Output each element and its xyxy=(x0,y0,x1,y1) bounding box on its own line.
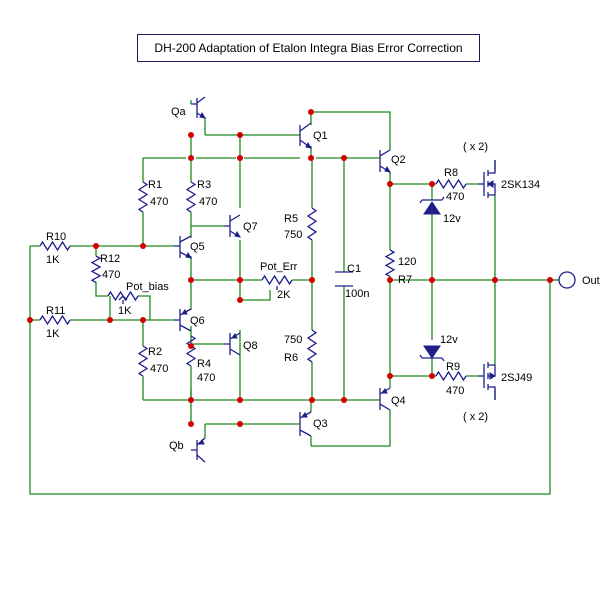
label-z1: 12v xyxy=(443,213,461,225)
r9-symbol xyxy=(435,370,467,382)
zener-bottom xyxy=(423,345,441,359)
label-r2: R2 xyxy=(148,346,162,358)
label-mult-bot: ( x 2) xyxy=(463,411,488,423)
label-pot-err: Pot_Err xyxy=(260,261,298,273)
label-r11-val: 1K xyxy=(46,328,60,340)
r5-symbol xyxy=(306,207,318,241)
label-q2: Q2 xyxy=(391,154,406,166)
label-z2: 12v xyxy=(440,334,458,346)
label-r10: R10 xyxy=(46,231,66,243)
label-r9-val: 470 xyxy=(446,385,464,397)
label-r10-val: 1K xyxy=(46,254,60,266)
mosfets xyxy=(478,160,496,400)
q7-symbol xyxy=(224,214,242,238)
r11-symbol xyxy=(39,314,71,326)
r10-symbol xyxy=(39,240,71,252)
label-pot-bias: Pot_bias xyxy=(126,281,169,293)
label-mos-n: 2SK134 xyxy=(501,179,540,191)
label-r2-val: 470 xyxy=(150,363,168,375)
r8-symbol xyxy=(435,178,467,190)
label-r3: R3 xyxy=(197,179,211,191)
label-mos-p: 2SJ49 xyxy=(501,372,532,384)
schematic-title: DH-200 Adaptation of Etalon Integra Bias… xyxy=(137,34,480,62)
label-r4-val: 470 xyxy=(197,372,215,384)
label-r1-val: 470 xyxy=(150,196,168,208)
label-q6: Q6 xyxy=(190,315,205,327)
q5-symbol xyxy=(174,235,193,259)
output-terminal xyxy=(550,271,576,289)
zener-diodes xyxy=(419,196,445,362)
component-labels: Qa Q1 Q2 R1 470 R3 470 Q7 R5 750 R10 1K … xyxy=(46,106,600,452)
r7-symbol xyxy=(384,249,396,277)
label-r8: R8 xyxy=(444,167,458,179)
r1-symbol xyxy=(137,181,149,213)
label-q1: Q1 xyxy=(313,130,328,142)
c1-symbol xyxy=(335,271,353,287)
resistors xyxy=(39,178,467,382)
node-dots xyxy=(27,109,553,427)
label-r5: R5 xyxy=(284,213,298,225)
qa-symbol xyxy=(191,96,207,119)
wires xyxy=(29,100,560,495)
label-r12: R12 xyxy=(100,253,120,265)
q6-symbol xyxy=(174,308,192,332)
label-r7-val: 120 xyxy=(398,256,416,268)
mosfet-n-symbol xyxy=(478,160,496,198)
label-r9: R9 xyxy=(446,361,460,373)
label-r12-val: 470 xyxy=(102,269,120,281)
q1-symbol xyxy=(299,122,313,149)
label-r4: R4 xyxy=(197,358,211,370)
q8-symbol xyxy=(224,332,241,356)
label-out: Out xyxy=(582,275,600,287)
label-r6-val: 750 xyxy=(284,334,302,346)
label-qa: Qa xyxy=(171,106,187,118)
label-r7: R7 xyxy=(398,274,412,286)
r3-symbol xyxy=(185,181,197,213)
transistors xyxy=(174,96,392,463)
zener-top xyxy=(423,201,441,215)
label-r5-val: 750 xyxy=(284,229,302,241)
label-r11: R11 xyxy=(46,305,65,317)
qb-symbol xyxy=(191,437,206,463)
label-pot-bias-val: 1K xyxy=(118,305,132,317)
label-qb: Qb xyxy=(169,440,184,452)
label-pot-err-val: 2K xyxy=(277,289,291,301)
label-r1: R1 xyxy=(148,179,162,191)
label-r8-val: 470 xyxy=(446,191,464,203)
r2-symbol xyxy=(137,345,149,377)
label-c1-val: 100n xyxy=(345,288,369,300)
label-mult-top: ( x 2) xyxy=(463,141,488,153)
label-q7: Q7 xyxy=(243,221,258,233)
q3-symbol xyxy=(299,411,312,437)
label-q3: Q3 xyxy=(313,418,328,430)
q2-symbol xyxy=(379,149,392,173)
r4-symbol xyxy=(185,335,197,367)
r6-symbol xyxy=(306,329,318,363)
label-r6: R6 xyxy=(284,352,298,364)
pot-err-symbol xyxy=(261,274,293,286)
label-q8: Q8 xyxy=(243,340,258,352)
label-c1: C1 xyxy=(347,263,361,275)
label-q4: Q4 xyxy=(391,395,406,407)
q4-symbol xyxy=(379,387,391,411)
label-r3-val: 470 xyxy=(199,196,217,208)
r12-symbol xyxy=(90,255,102,283)
label-q5: Q5 xyxy=(190,241,205,253)
mosfet-p-symbol xyxy=(478,362,496,400)
